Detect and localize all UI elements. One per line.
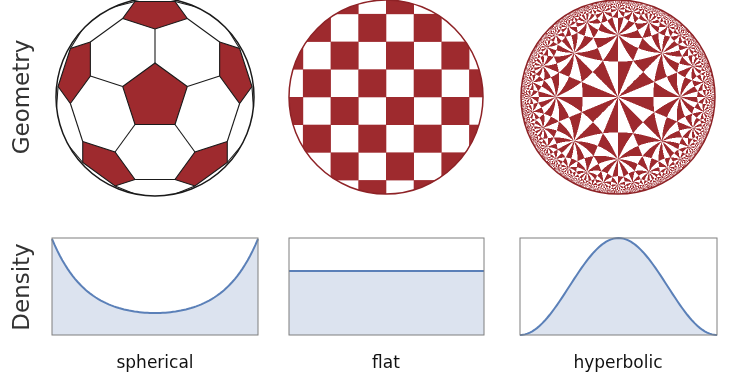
- checker-square: [331, 152, 359, 180]
- seam-line: [227, 103, 239, 141]
- pentagon-patch: [123, 2, 188, 29]
- seam-line: [90, 19, 122, 42]
- checker-square: [441, 0, 469, 14]
- checker-square: [414, 14, 442, 42]
- seam-line: [90, 76, 122, 87]
- seam-line: [187, 19, 219, 42]
- plot-frame: [52, 238, 258, 335]
- flat-outline: [289, 0, 483, 194]
- checker-square: [275, 0, 303, 14]
- density-area: [52, 239, 258, 335]
- row-label: Density: [8, 243, 36, 330]
- checker-square: [303, 180, 331, 208]
- checker-square: [414, 125, 442, 153]
- seam-line: [175, 124, 195, 152]
- pentagon-patch: [58, 42, 90, 103]
- column-label: spherical: [116, 352, 193, 372]
- checker-square: [331, 42, 359, 70]
- checker-square: [358, 14, 386, 42]
- plot-frame: [289, 238, 484, 335]
- checker-square: [358, 125, 386, 153]
- pentagon-patch: [123, 63, 188, 124]
- checker-square: [386, 42, 414, 70]
- checker-square: [386, 97, 414, 125]
- spherical-density: [52, 239, 258, 313]
- plot-frame: [520, 238, 717, 335]
- checker-square: [331, 97, 359, 125]
- checker-square: [386, 0, 414, 14]
- hyperbolic-outline: [521, 0, 715, 194]
- density-area: [520, 238, 717, 335]
- seam-line: [70, 103, 82, 141]
- checker-square: [441, 152, 469, 180]
- sphere-outline: [56, 0, 254, 196]
- row-label: Geometry: [8, 40, 36, 155]
- column-label: flat: [372, 352, 400, 372]
- checker-square: [303, 69, 331, 97]
- flat-density: [289, 270, 484, 272]
- seam-line: [154, 29, 155, 63]
- density-area: [289, 271, 484, 335]
- checker-square: [441, 97, 469, 125]
- checker-square: [275, 152, 303, 180]
- seam-line: [187, 76, 219, 87]
- checker-square: [441, 42, 469, 70]
- checker-square: [414, 69, 442, 97]
- pentagon-patch: [220, 42, 252, 103]
- soccer-ball: [57, 2, 254, 194]
- checkerboard: [275, 0, 497, 208]
- density-plots: [52, 238, 717, 335]
- hyperbolic-density: [520, 238, 717, 335]
- hyperbolic-tiling: [521, 0, 715, 194]
- checker-square: [331, 0, 359, 14]
- pentagon-patch: [175, 141, 227, 185]
- seam-line: [115, 124, 135, 152]
- seam-line: [135, 179, 175, 180]
- checker-square: [386, 152, 414, 180]
- pentagon-patch: [83, 141, 135, 185]
- column-label: hyperbolic: [573, 352, 662, 372]
- checker-square: [303, 125, 331, 153]
- checker-square: [358, 69, 386, 97]
- checker-square: [469, 14, 497, 42]
- checker-square: [469, 180, 497, 208]
